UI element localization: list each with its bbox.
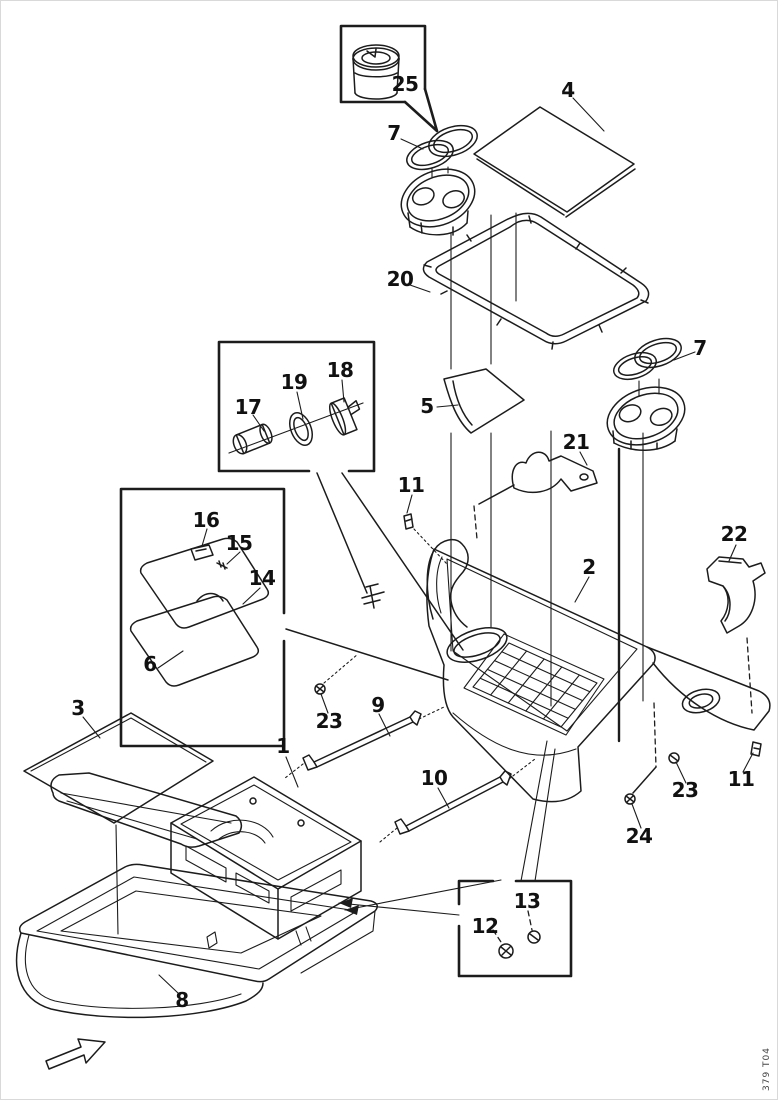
inset-box-fasteners [338, 740, 573, 978]
callout-11: 11 [397, 473, 425, 497]
clip-16-part [190, 544, 214, 561]
callout-17: 17 [234, 395, 262, 419]
screw-23-left [314, 653, 359, 695]
callout-24: 24 [625, 824, 653, 848]
lighter-element-part [228, 397, 364, 455]
callout-5: 5 [420, 394, 434, 418]
mat-6-part [129, 595, 260, 687]
callout-6: 6 [143, 652, 157, 676]
callout-11: 11 [727, 767, 755, 791]
drawer-mechanism [170, 776, 362, 949]
figure-code: 379 T04 [762, 1047, 772, 1091]
callout-7: 7 [693, 336, 707, 360]
inset-box-insert [339, 24, 439, 133]
console-body [426, 538, 771, 803]
callout-10: 10 [420, 766, 448, 790]
trim-frame [422, 212, 650, 350]
storage-tray [15, 863, 378, 1019]
mounting-clip-part [361, 583, 385, 609]
inset-box-lighter [217, 340, 464, 651]
bracket-21 [473, 451, 598, 540]
callout-7: 7 [387, 121, 401, 145]
callout-18: 18 [326, 358, 354, 382]
callout-14: 14 [248, 566, 276, 590]
callout-25: 25 [391, 72, 419, 96]
callout-13: 13 [513, 889, 541, 913]
clip-11-left [403, 513, 448, 565]
mat-14-part [139, 537, 270, 629]
clip-11-right [750, 741, 762, 757]
lid-panel [473, 106, 636, 218]
callout-23: 23 [671, 778, 699, 802]
screw-12-part [498, 943, 514, 959]
callout-16: 16 [192, 508, 220, 532]
callout-2: 2 [582, 555, 596, 579]
callout-19: 19 [280, 370, 308, 394]
cupholder-rings-right [613, 337, 682, 381]
bracket-22 [706, 556, 766, 714]
callout-9: 9 [371, 693, 385, 717]
callout-1: 1 [276, 734, 290, 758]
screw-24 [624, 766, 657, 805]
armrest-lid [23, 712, 243, 848]
cupholder-housing-right [606, 386, 686, 451]
callout-4: 4 [561, 78, 575, 102]
callout-leader-lines [82, 97, 754, 994]
cupholder-housing-top [400, 168, 476, 236]
callout-23: 23 [315, 709, 343, 733]
callout-22: 22 [720, 522, 748, 546]
direction-arrow-icon [45, 1038, 106, 1070]
callout-3: 3 [71, 696, 85, 720]
screw-13-part [527, 930, 541, 944]
trim-piece-5 [443, 368, 525, 434]
callout-12: 12 [471, 914, 499, 938]
screw-23-right [668, 752, 680, 764]
cupholder-rings-top [406, 124, 478, 171]
callout-20: 20 [386, 267, 414, 291]
callout-21: 21 [562, 430, 590, 454]
rail-9 [284, 706, 445, 779]
callout-8: 8 [175, 988, 189, 1012]
console-grid-opening [463, 633, 605, 736]
rail-10 [379, 758, 536, 843]
inset-box-mats [119, 487, 449, 748]
rubber-insert-part [352, 44, 400, 100]
alignment-lines [115, 166, 660, 935]
callout-15: 15 [225, 531, 253, 555]
screw-15-part [216, 560, 228, 570]
